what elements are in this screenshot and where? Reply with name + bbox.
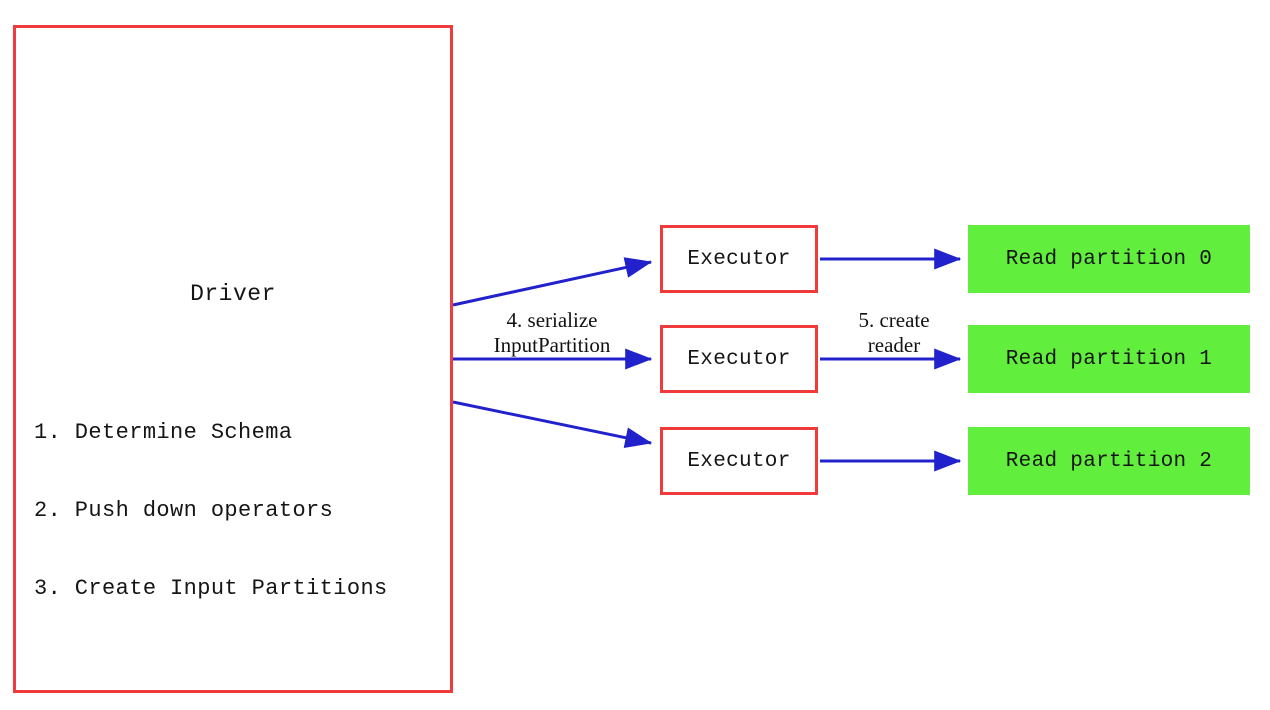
read-partition-box-0[interactable]: Read partition 0 <box>968 225 1250 293</box>
driver-step-2: 2. Push down operators <box>34 498 334 523</box>
driver-title: Driver <box>190 281 276 307</box>
driver-step-1: 1. Determine Schema <box>34 420 293 445</box>
executor-box-1[interactable]: Executor <box>660 225 818 293</box>
edge-label-serialize-input-partition: 4. serialize InputPartition <box>493 308 611 357</box>
driver-steps-list: 1. Determine Schema 2. Push down operato… <box>34 368 388 654</box>
driver-step-3: 3. Create Input Partitions <box>34 576 388 601</box>
arrow-driver-to-executor-1 <box>452 257 653 307</box>
arrow-driver-to-executor-3 <box>452 400 653 449</box>
read-partition-box-2[interactable]: Read partition 2 <box>968 427 1250 495</box>
executor-box-2[interactable]: Executor <box>660 325 818 393</box>
edge-label-create-reader: 5. create reader <box>858 308 930 357</box>
read-partition-box-1[interactable]: Read partition 1 <box>968 325 1250 393</box>
driver-box[interactable]: Driver 1. Determine Schema 2. Push down … <box>13 25 453 693</box>
executor-box-3[interactable]: Executor <box>660 427 818 495</box>
